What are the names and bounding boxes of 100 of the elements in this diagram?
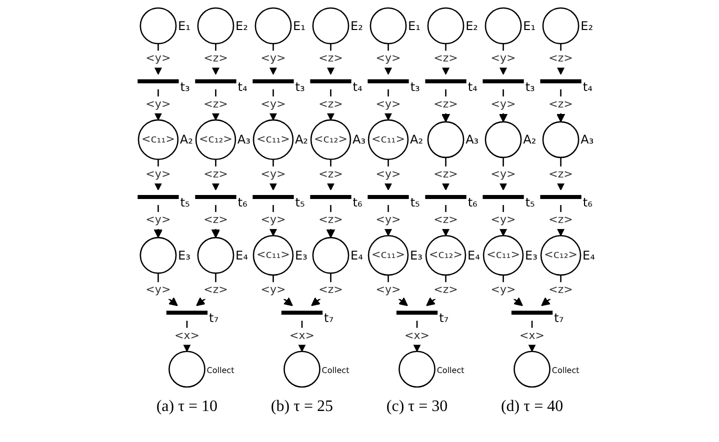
transition-label: t₇ <box>439 311 449 326</box>
node-bar <box>138 195 179 199</box>
edge-label: <y> <box>260 167 286 180</box>
edge-label: <y> <box>146 283 171 296</box>
node-circle <box>514 350 550 388</box>
edge-label: <y> <box>260 97 286 110</box>
place-label: E₄ <box>350 248 363 262</box>
node-circle: <c₁₁> <box>368 234 409 276</box>
transition-label: t₅ <box>180 196 190 210</box>
edge-label: <y> <box>376 52 401 65</box>
edge-label: <z> <box>434 97 458 110</box>
place-label: E₃ <box>525 248 538 262</box>
place-label: E₁ <box>178 18 190 33</box>
place-label: E₄ <box>236 248 248 262</box>
place-label: E₂ <box>236 18 248 33</box>
edge-label: <z> <box>434 213 458 226</box>
edge-label: <y> <box>376 167 401 180</box>
edge-label: <z> <box>548 97 573 110</box>
node-bar <box>425 79 466 84</box>
node-circle: <c₁₁> <box>482 234 524 276</box>
place-label: E₁ <box>293 18 306 33</box>
edge-label: <z> <box>548 213 573 226</box>
place-label: E₁ <box>523 18 536 33</box>
node-circle <box>140 7 177 44</box>
node-circle <box>484 7 522 44</box>
node-circle <box>197 236 234 274</box>
edge-label: <z> <box>204 97 228 110</box>
edge-label: <z> <box>318 97 343 110</box>
transition-label: t₄ <box>468 80 478 94</box>
edge-label: <z> <box>318 283 343 296</box>
place-label: Collect <box>552 366 580 376</box>
edge-label: <y> <box>146 52 171 65</box>
edge-label: <y> <box>146 167 171 180</box>
transition-label: t₄ <box>582 80 592 94</box>
node-bar <box>482 79 524 84</box>
edge-label: <z> <box>204 213 228 226</box>
place-label: Collect <box>322 366 350 376</box>
node-bar <box>368 195 409 199</box>
node-bar <box>252 195 294 199</box>
edge-label: <x> <box>520 328 545 342</box>
node-circle: <c₁₂> <box>195 119 236 160</box>
transition-label: t₇ <box>554 311 564 326</box>
place-label: A₂ <box>294 132 308 147</box>
node-circle <box>484 121 522 158</box>
node-circle: <c₁₂> <box>425 234 466 276</box>
edge-label: <z> <box>434 167 458 180</box>
edge-label: <y> <box>260 283 286 296</box>
node-circle: <c₁₂> <box>310 119 352 160</box>
node-bar <box>252 79 294 84</box>
node-circle: <c₁₁> <box>368 119 409 160</box>
panel-caption: (d) τ = 40 <box>500 398 564 416</box>
place-label: A₂ <box>523 132 536 147</box>
edge-label: <y> <box>376 283 401 296</box>
transition-label: t₃ <box>410 80 420 94</box>
transition-label: t₄ <box>238 80 248 94</box>
edge-label: <y> <box>146 213 171 226</box>
node-circle <box>140 236 177 274</box>
node-bar <box>396 310 438 315</box>
panel-caption: (a) τ = 10 <box>156 398 218 416</box>
transition-label: t₄ <box>352 80 362 94</box>
node-circle: <c₁₁> <box>138 119 179 160</box>
node-bar <box>540 195 582 199</box>
edge-label: <z> <box>318 167 343 180</box>
transition-label: t₅ <box>525 196 535 210</box>
place-label: Collect <box>206 366 234 376</box>
node-circle <box>168 350 206 388</box>
node-circle <box>197 7 234 44</box>
edge-label: <y> <box>146 97 171 110</box>
node-bar <box>166 310 208 315</box>
node-circle <box>542 7 580 44</box>
node-circle <box>254 7 292 44</box>
edge-label: <z> <box>434 52 458 65</box>
node-circle <box>398 350 436 388</box>
panel-caption: (b) τ = 25 <box>270 398 334 416</box>
node-bar <box>482 195 524 199</box>
node-circle: <c₁₁> <box>252 234 294 276</box>
transition-label: t₅ <box>295 196 305 210</box>
place-label: Collect <box>436 366 464 376</box>
node-bar <box>511 310 553 315</box>
transition-label: t₅ <box>410 196 420 210</box>
place-label: E₃ <box>294 248 308 262</box>
transition-label: t₆ <box>468 196 478 210</box>
place-label: E₂ <box>580 18 594 33</box>
node-circle <box>542 121 580 158</box>
transition-label: t₆ <box>352 196 362 210</box>
node-bar <box>310 79 352 84</box>
edge-label: <x> <box>174 328 200 342</box>
place-label: A₂ <box>410 132 424 147</box>
transition-label: t₇ <box>209 311 219 326</box>
node-bar <box>368 79 409 84</box>
place-label: E₄ <box>582 248 595 262</box>
edge-label: <y> <box>376 97 401 110</box>
node-circle <box>312 236 350 274</box>
place-label: E₂ <box>350 18 363 33</box>
place-label: A₃ <box>352 132 366 147</box>
edge-label: <z> <box>204 283 228 296</box>
edge-label: <y> <box>376 213 401 226</box>
edge-label: <z> <box>548 52 573 65</box>
place-label: E₄ <box>468 248 480 262</box>
node-circle: <c₁₂> <box>540 234 582 276</box>
